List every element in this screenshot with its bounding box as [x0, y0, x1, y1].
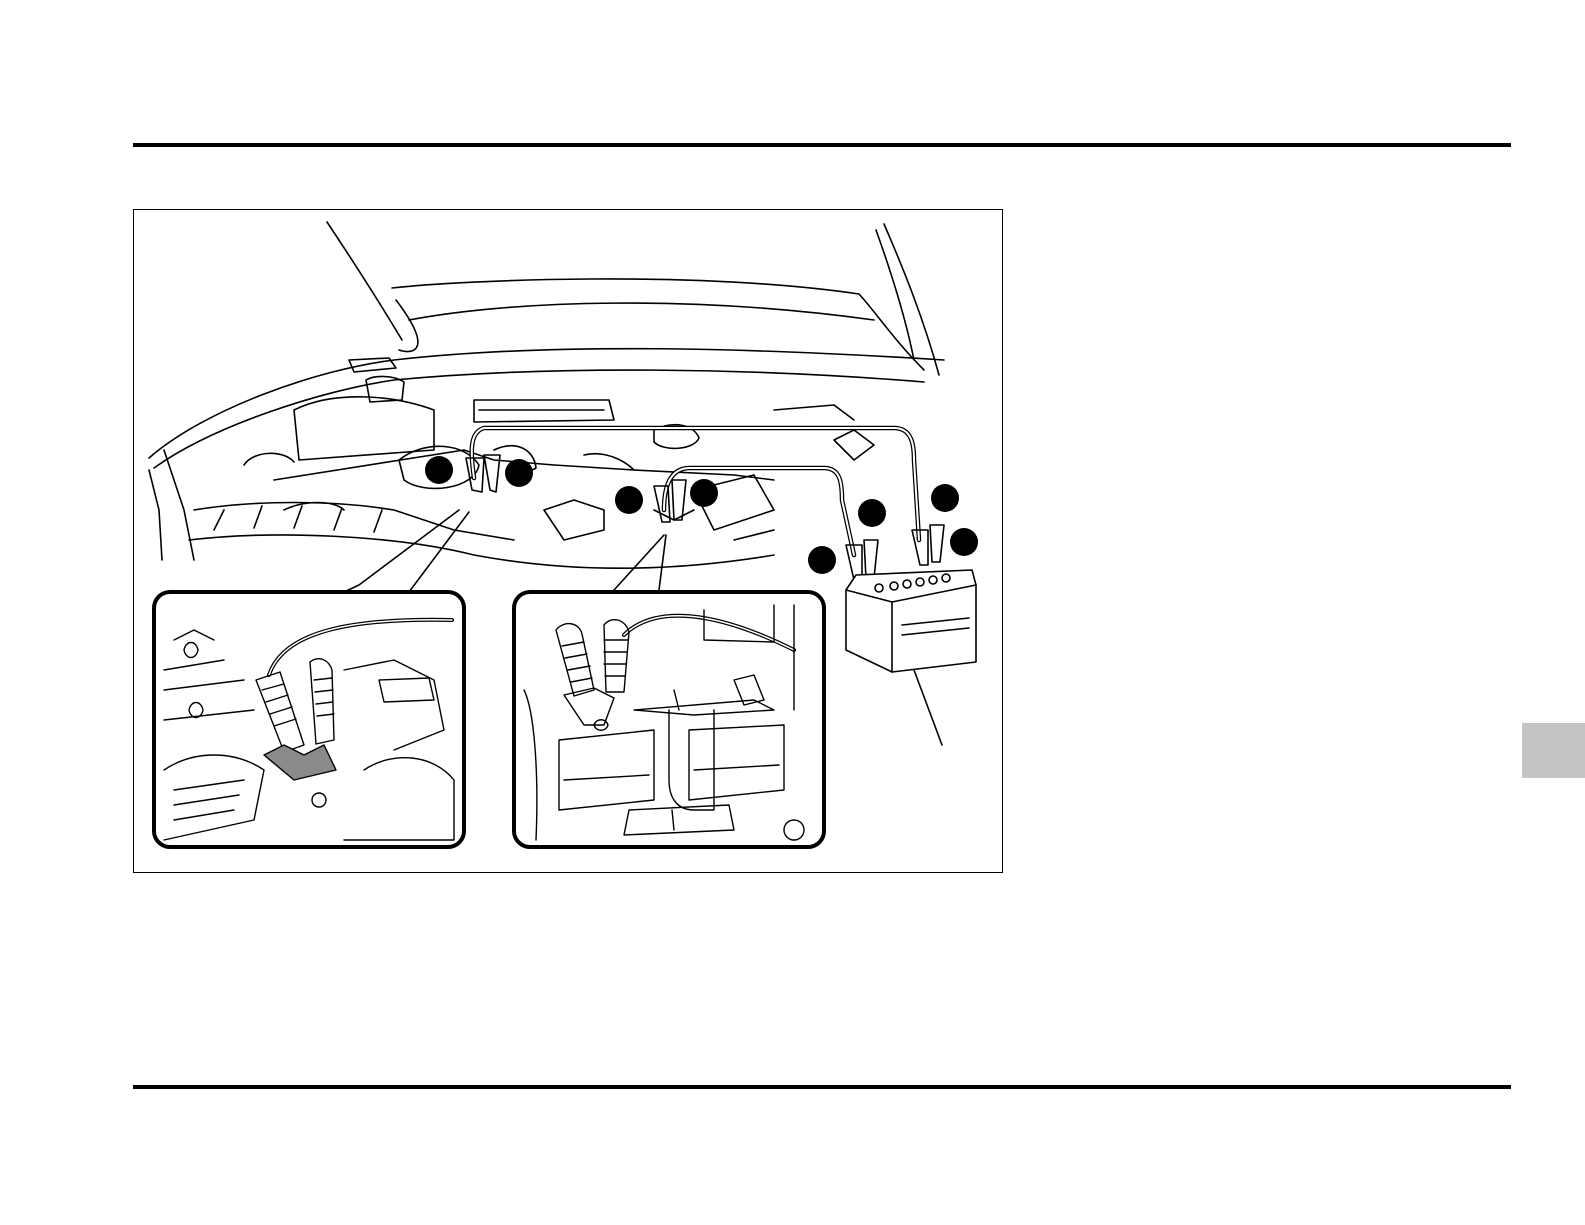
hood-right-edge — [884, 224, 939, 375]
section-thumb-tab — [1522, 723, 1585, 778]
callout-disc-4 — [690, 479, 718, 507]
header-rule — [133, 143, 1511, 147]
footer-rule — [133, 1085, 1511, 1089]
callout-disc-7 — [950, 528, 978, 556]
jump-start-illustration — [133, 209, 1003, 873]
callout-disc-8 — [808, 546, 836, 574]
jump-start-diagram — [134, 210, 1003, 873]
front-body-line — [149, 349, 944, 458]
hood-left-edge — [327, 222, 402, 340]
callout-disc-3 — [615, 486, 643, 514]
inset-engine-ground — [154, 592, 464, 847]
hood-underside — [392, 279, 924, 370]
callout-disc-6 — [931, 484, 959, 512]
callout-disc-1 — [425, 456, 453, 484]
battery-leader-line — [914, 670, 942, 745]
intake-housing — [474, 400, 614, 422]
callout-disc-2 — [505, 459, 533, 487]
callout-disc-5 — [858, 499, 886, 527]
